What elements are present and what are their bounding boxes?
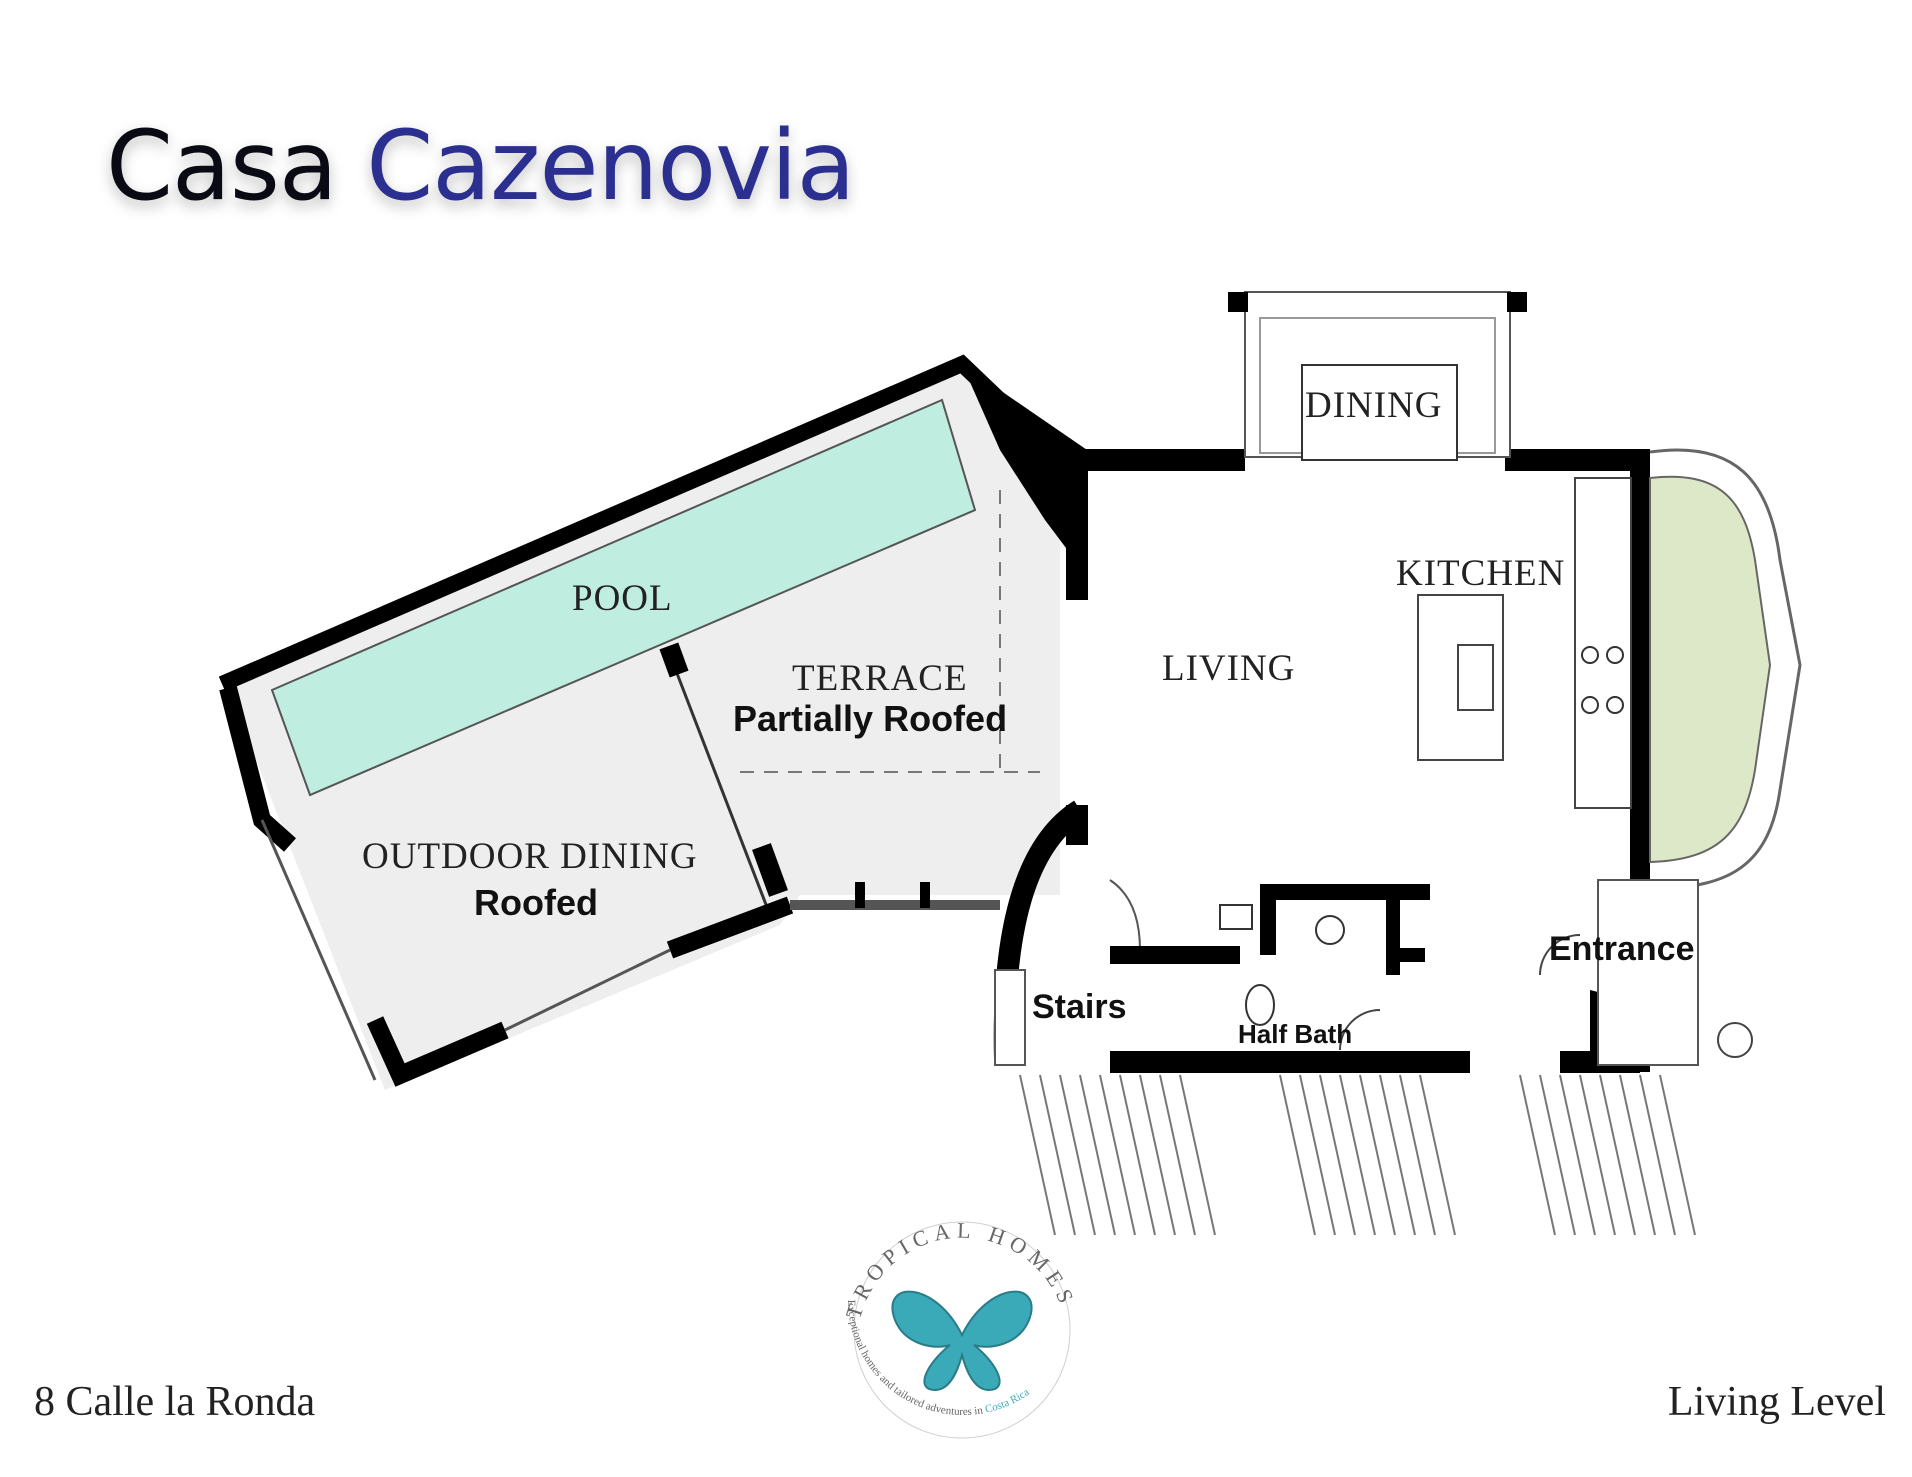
column — [752, 843, 788, 897]
tropical-homes-logo: TROPICAL HOMES Exceptional homes and tai… — [841, 1218, 1082, 1439]
stair-inner — [1109, 879, 1141, 951]
logo-ring — [853, 1221, 1071, 1439]
title-word-cazenovia: Cazenovia — [366, 110, 855, 222]
railing — [504, 948, 671, 1032]
bath-wall — [1260, 884, 1430, 955]
address-caption: 8 Calle la Ronda — [34, 1379, 316, 1425]
island-sink — [1457, 644, 1494, 711]
kitchen-label: KITCHEN — [1396, 553, 1565, 594]
hillside-hatching — [1019, 1074, 1696, 1236]
entrance-steps — [1597, 879, 1699, 1066]
counter-icon — [1219, 904, 1253, 930]
outdoor-dining-label: OUTDOOR DINING — [362, 836, 698, 877]
planter — [1717, 1022, 1753, 1058]
railing-west — [260, 819, 377, 1081]
stair-landing — [994, 969, 1026, 1066]
stairs-label: Stairs — [1032, 988, 1127, 1026]
dining-bay-corner — [1228, 292, 1248, 312]
cooktop-burner — [1581, 696, 1599, 714]
column — [855, 882, 865, 908]
terrace-note: Partially Roofed — [733, 698, 1007, 739]
living-label: LIVING — [1162, 648, 1295, 689]
kitchen-counter — [1574, 477, 1632, 809]
outdoor-dining-wall-2 — [666, 896, 794, 959]
title-word-casa: Casa — [106, 110, 338, 222]
outdoor-dining-note: Roofed — [474, 882, 598, 923]
entrance-door-swing — [1539, 934, 1581, 976]
outdoor-dining-wall — [366, 1016, 509, 1087]
half-bath-label: Half Bath — [1238, 1019, 1352, 1049]
pool-label: POOL — [572, 578, 673, 619]
cooktop-burner — [1606, 696, 1624, 714]
cooktop-burner — [1606, 646, 1624, 664]
level-caption: Living Level — [1667, 1379, 1886, 1425]
garden-bed — [1649, 475, 1772, 864]
kitchen-island — [1417, 594, 1504, 761]
page-title: Casa Cazenovia — [106, 118, 855, 214]
logo-arc-text: TROPICAL HOMES — [841, 1218, 1082, 1322]
pool-water — [270, 398, 977, 797]
column — [920, 882, 930, 908]
dining-bay-corner — [1507, 292, 1527, 312]
sink-icon — [1315, 915, 1345, 945]
terrace-divider — [666, 649, 772, 916]
garden-border — [1649, 448, 1802, 890]
cooktop-burner — [1581, 646, 1599, 664]
house-floor — [1075, 455, 1640, 1065]
dining-label: DINING — [1305, 385, 1443, 426]
column — [659, 642, 689, 678]
butterfly-icon — [891, 1290, 1033, 1392]
bath-door-swing — [1339, 1009, 1381, 1051]
dining-table — [1301, 364, 1458, 461]
toilet-icon — [1245, 984, 1275, 1026]
terrace-label: TERRACE — [792, 658, 968, 699]
entrance-label: Entrance — [1549, 930, 1695, 968]
wall-wedge — [962, 364, 1090, 560]
